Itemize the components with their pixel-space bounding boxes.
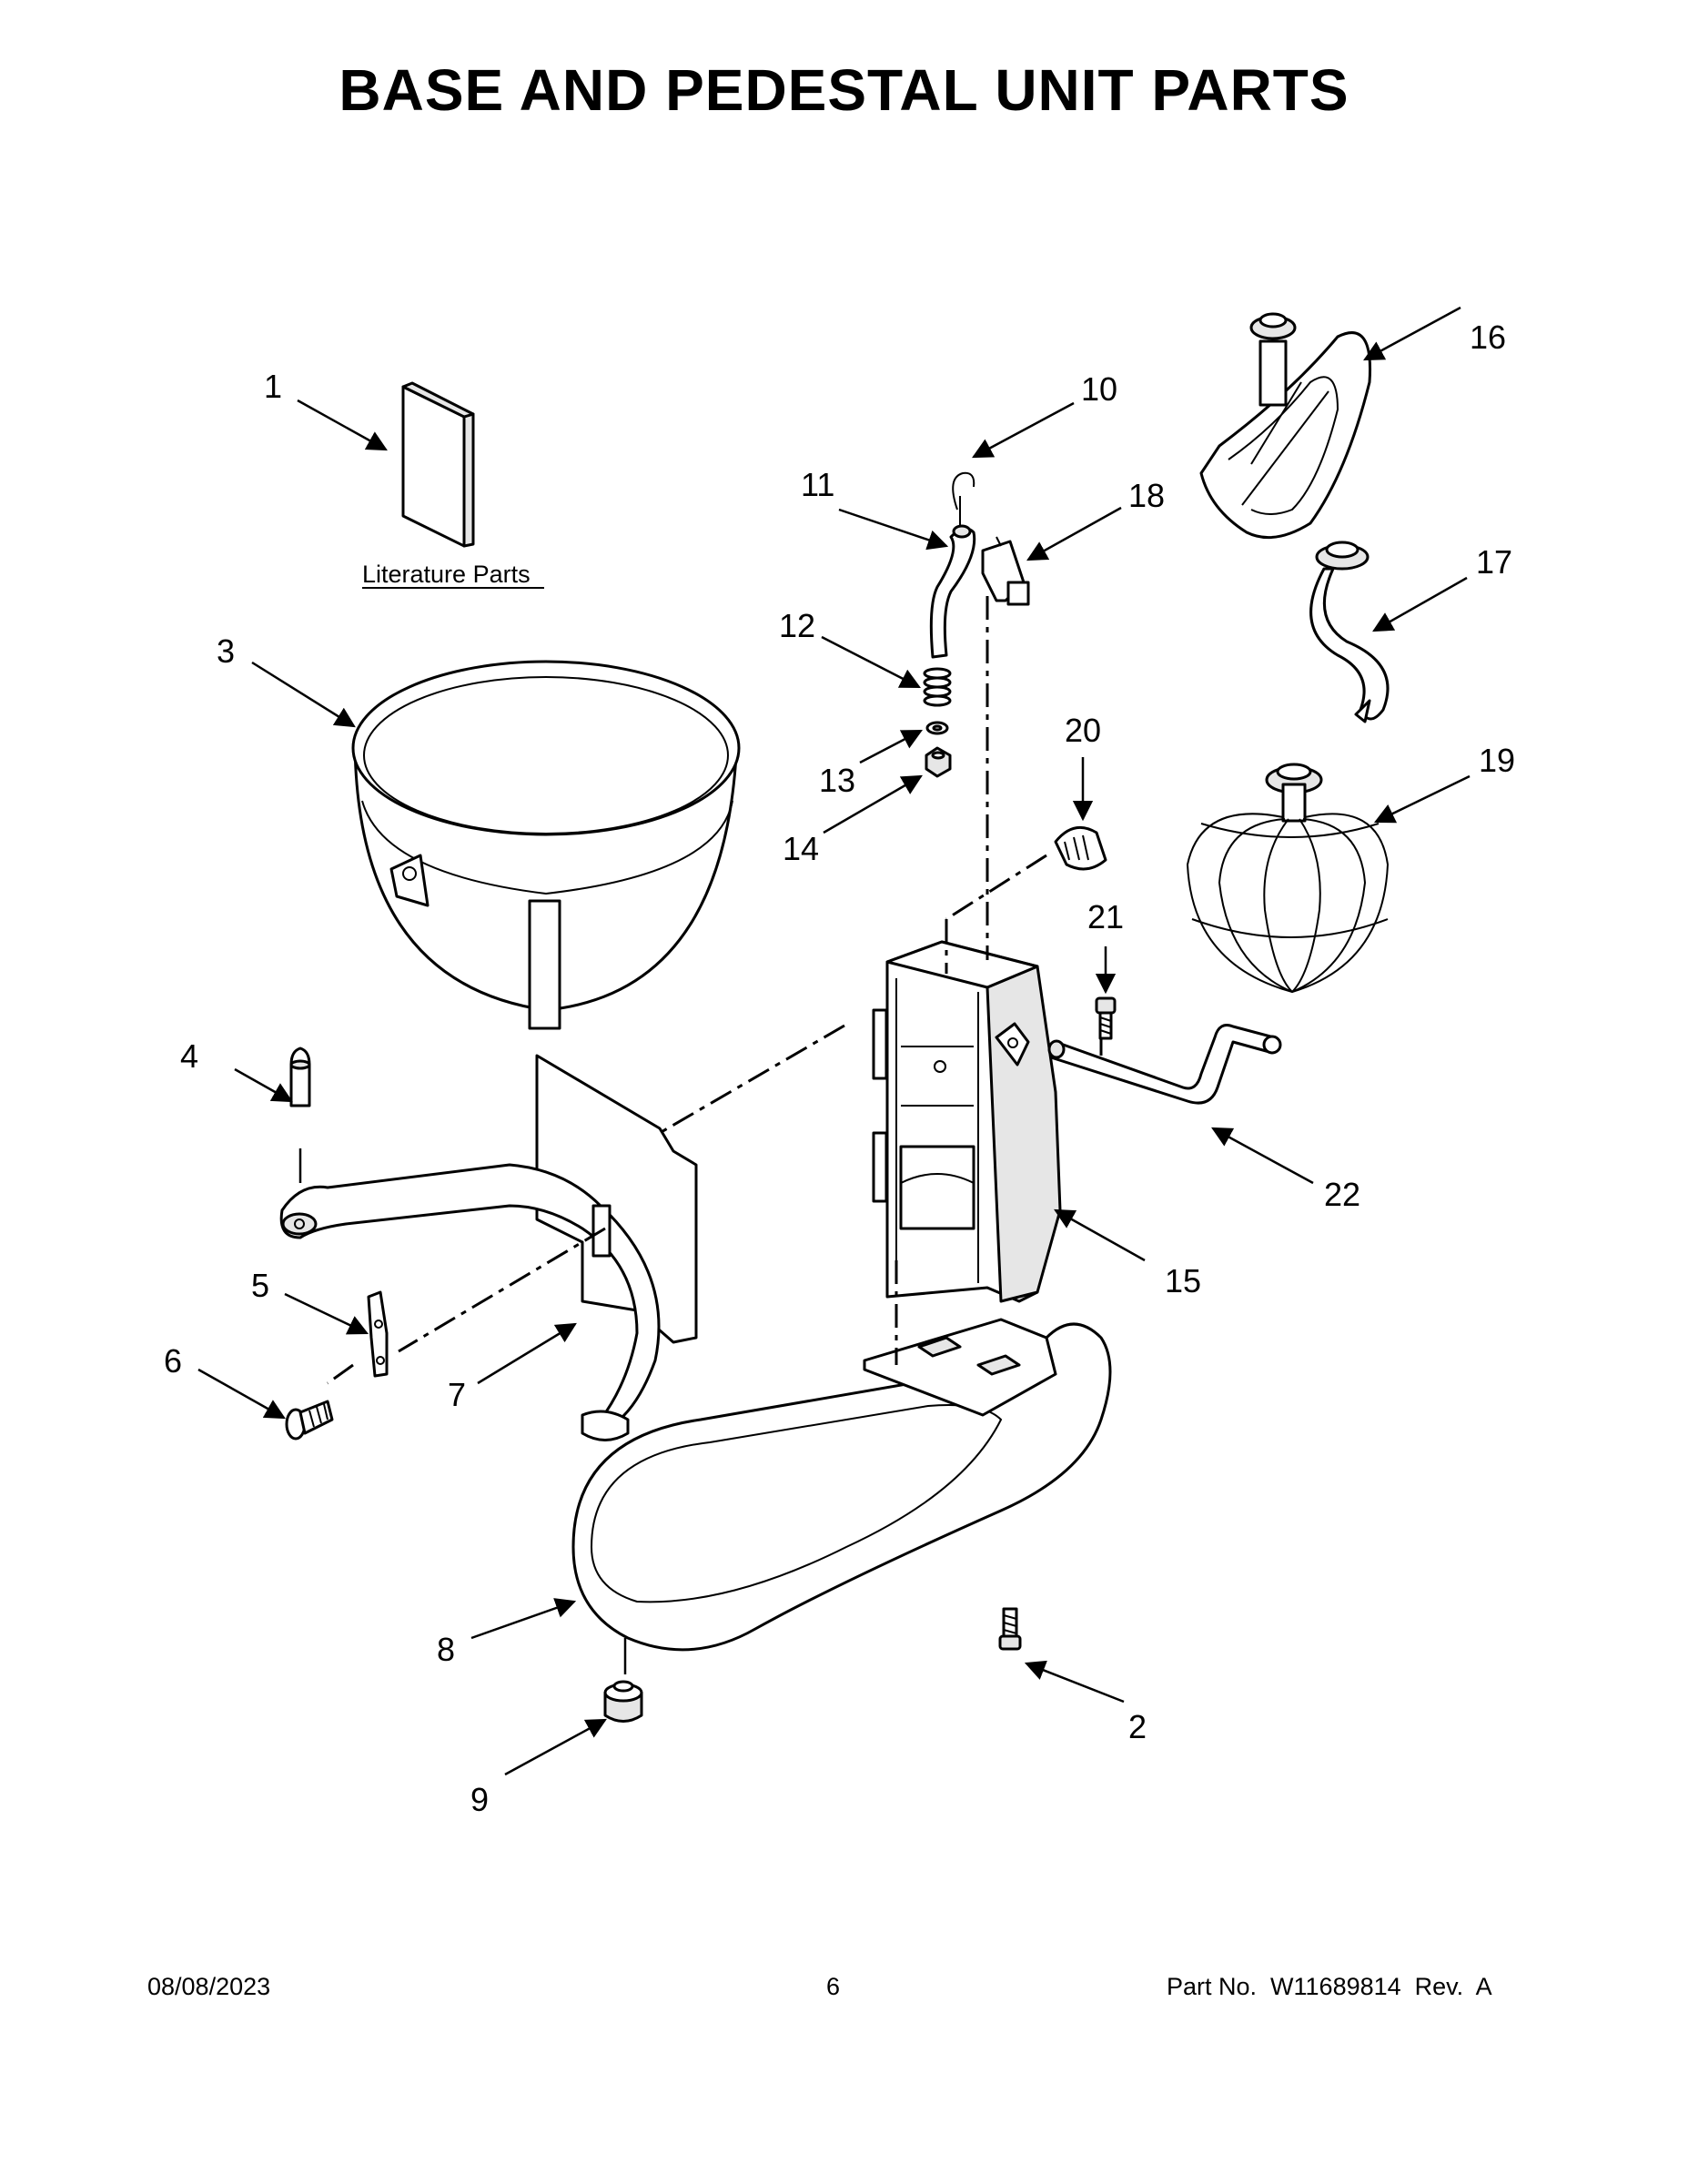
callout-8: 8 xyxy=(437,1631,455,1668)
callout-22: 22 xyxy=(1324,1176,1360,1213)
callout-6: 6 xyxy=(164,1342,182,1380)
bowl-lift-parts-drawing xyxy=(923,471,1030,778)
callout-1: 1 xyxy=(264,368,282,405)
plate-drawing xyxy=(367,1290,389,1378)
pin-drawing xyxy=(289,1046,311,1183)
callout-17: 17 xyxy=(1476,543,1512,581)
foot-drawing xyxy=(603,1638,643,1723)
screw-6-drawing xyxy=(285,1400,334,1441)
callout-11: 11 xyxy=(801,466,834,503)
literature-part-drawing: Literature Parts xyxy=(362,381,544,589)
callout-9: 9 xyxy=(470,1781,489,1818)
screw-2-drawing xyxy=(998,1607,1022,1651)
callout-14: 14 xyxy=(783,830,819,867)
callout-19: 19 xyxy=(1479,742,1515,779)
callout-12: 12 xyxy=(779,607,815,644)
callout-18: 18 xyxy=(1128,477,1165,514)
footer-part-number: Part No. W11689814 Rev. A xyxy=(1167,1973,1492,2000)
screw-21-drawing xyxy=(1095,996,1117,1040)
callout-13: 13 xyxy=(819,762,855,799)
crank-handle-drawing xyxy=(1047,1024,1282,1105)
page-title: BASE AND PEDESTAL UNIT PARTS xyxy=(339,57,1349,123)
callout-15: 15 xyxy=(1165,1262,1201,1299)
pedestal-column-drawing xyxy=(872,940,1062,1303)
bowl-support-drawing xyxy=(279,1054,698,1441)
footer-date: 08/08/2023 xyxy=(147,1973,271,2000)
callout-4: 4 xyxy=(180,1037,198,1075)
assembly-lines xyxy=(327,596,1103,1385)
footer-page-number: 6 xyxy=(826,1973,841,2000)
callout-20: 20 xyxy=(1065,712,1101,749)
callout-21: 21 xyxy=(1087,898,1124,935)
cam-drawing xyxy=(1054,825,1107,871)
callout-numbers: 1 2 3 4 5 6 7 8 9 10 11 12 13 14 15 16 1… xyxy=(164,318,1515,1818)
callout-16: 16 xyxy=(1470,318,1506,356)
dough-hook-drawing xyxy=(1309,541,1390,723)
flat-beater-drawing xyxy=(1199,312,1372,540)
callout-5: 5 xyxy=(251,1267,269,1304)
wire-whip-drawing xyxy=(1186,763,1390,994)
callout-3: 3 xyxy=(217,632,235,670)
callout-2: 2 xyxy=(1128,1708,1147,1745)
callout-leaders xyxy=(197,306,1471,1776)
bowl-drawing xyxy=(351,660,741,1030)
callout-10: 10 xyxy=(1081,370,1117,408)
base-drawing xyxy=(571,1318,1112,1652)
callout-7: 7 xyxy=(448,1376,466,1413)
literature-parts-label: Literature Parts xyxy=(362,561,531,588)
